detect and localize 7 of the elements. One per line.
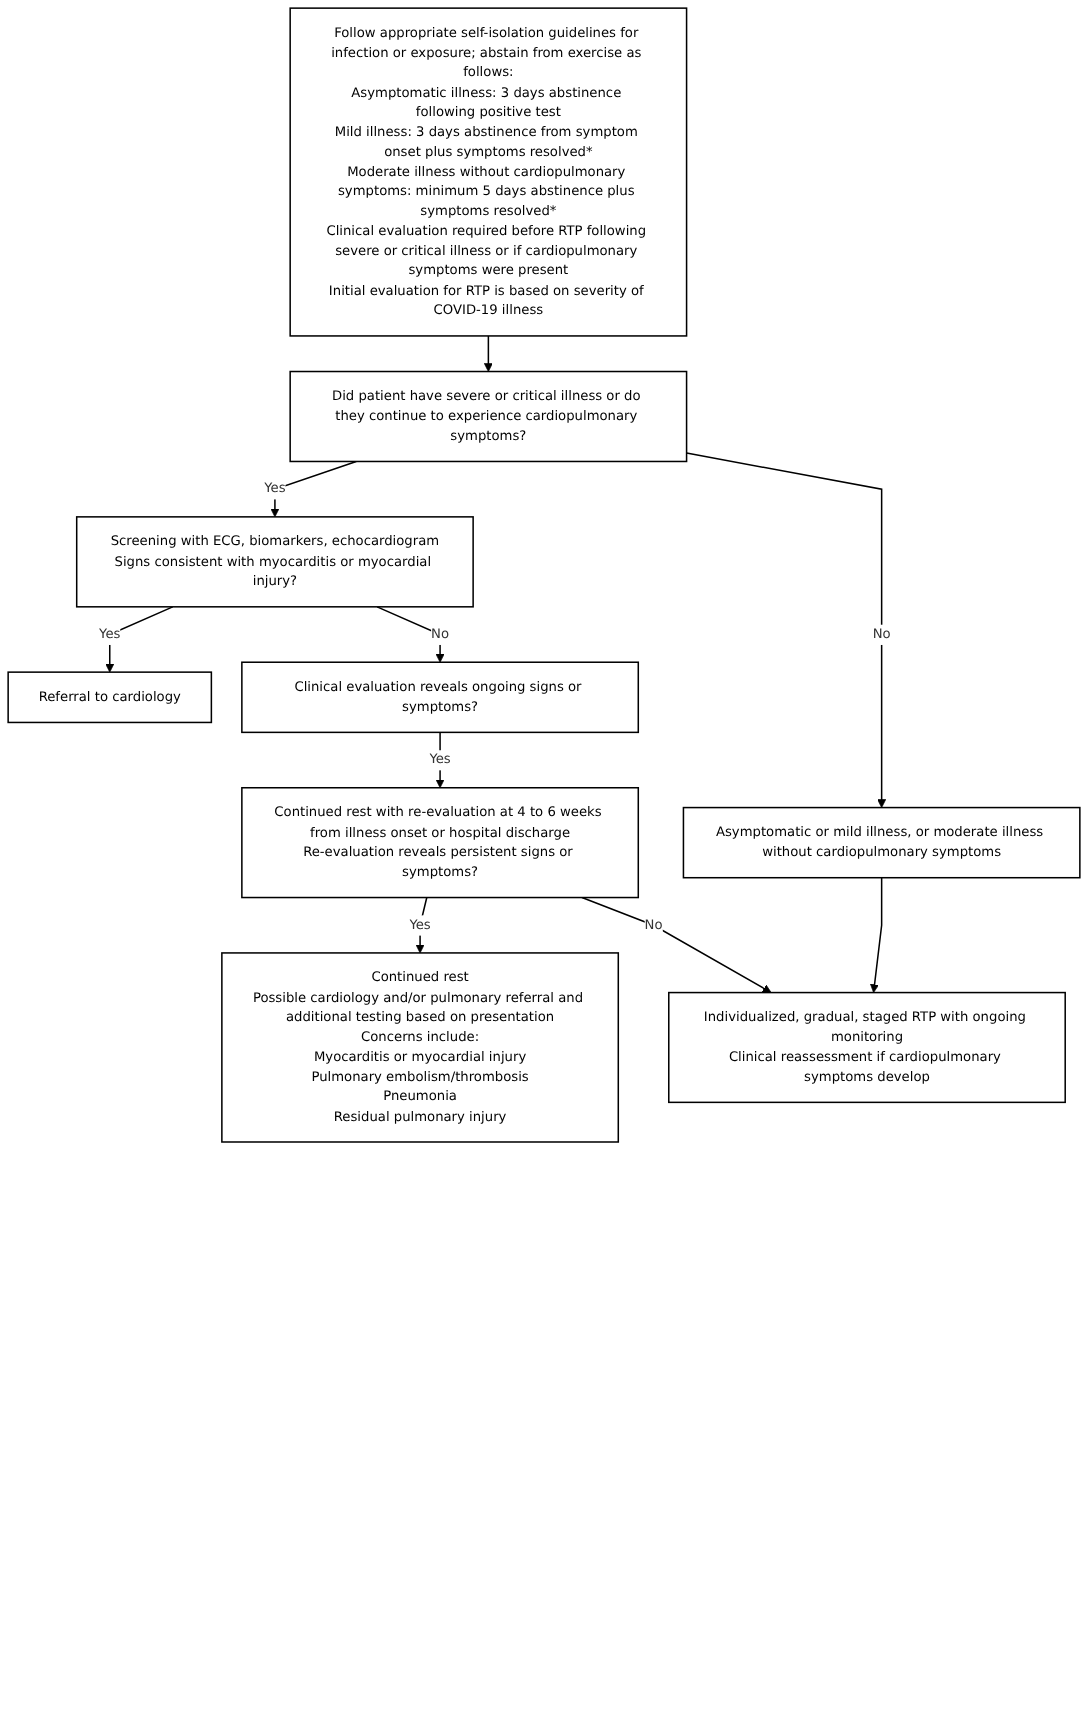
arrow [870,876,883,993]
arrow [483,335,493,372]
arrow [685,452,887,808]
arrow [376,606,445,663]
arrow [581,896,772,993]
arrow [105,606,174,673]
arrow [270,460,358,518]
